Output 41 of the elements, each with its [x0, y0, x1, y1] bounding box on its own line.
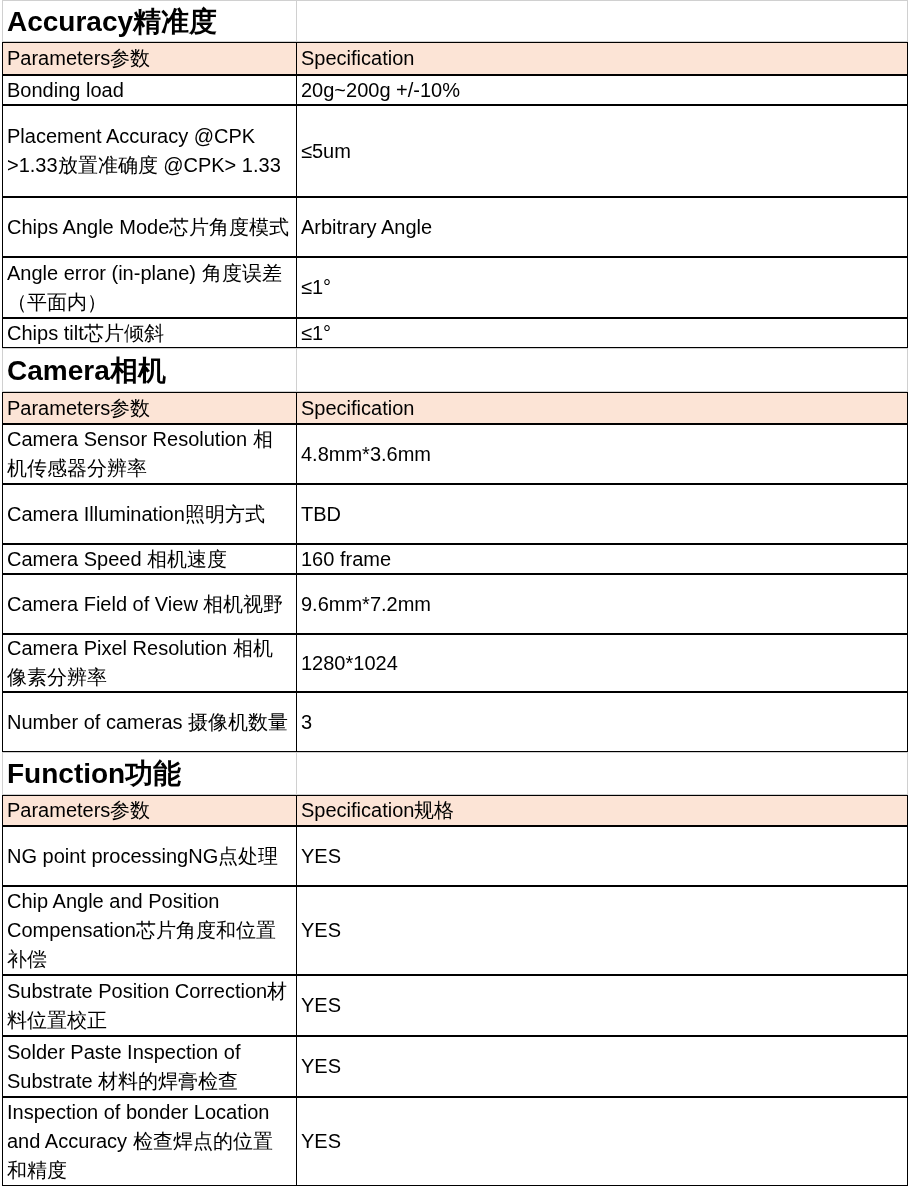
- table-text: Arbitrary Angle: [301, 214, 433, 240]
- table-text: NG point processingNG点处理: [7, 843, 279, 869]
- table-text: Number of cameras 摄像机数量: [7, 709, 289, 735]
- column-header: Specification: [301, 395, 415, 421]
- table-text: YES: [301, 1054, 342, 1079]
- section-heading: Function功能: [7, 759, 182, 788]
- column-header: Parameters参数: [7, 798, 151, 823]
- column-header: Parameters参数: [7, 46, 151, 71]
- table-text: YES: [301, 918, 342, 943]
- table-text: Chips tilt芯片倾斜: [7, 320, 164, 346]
- table-text: ≤1°: [301, 320, 332, 346]
- table-text: Chip Angle and Position Compensation芯片角度和位置补偿: [7, 889, 277, 972]
- table-text: TBD: [301, 501, 341, 527]
- table-text: YES: [301, 993, 342, 1018]
- table-text: Camera Field of View 相机视野: [7, 591, 284, 617]
- column-header: Parameters参数: [7, 395, 151, 421]
- table-text: Substrate Position Correction材料位置校正: [7, 978, 289, 1033]
- table-text: YES: [301, 843, 342, 869]
- column-header: Specification规格: [301, 798, 455, 823]
- table-text: Placement Accuracy @CPK >1.33放置准确度 @CPK> 1.33: [7, 124, 282, 178]
- table-text: Angle error (in-plane) 角度误差（平面内）: [7, 260, 283, 315]
- table-text: ≤5um: [301, 138, 351, 164]
- table-text: 20g~200g +/-10%: [301, 77, 461, 103]
- table-text: Camera Sensor Resolution 相机传感器分辨率: [7, 427, 274, 481]
- table-text: ≤1°: [301, 275, 332, 300]
- section-heading: Accuracy精准度: [7, 6, 218, 36]
- table-text: 3: [301, 709, 313, 735]
- table-text: 9.6mm*7.2mm: [301, 591, 432, 617]
- column-header: Specification: [301, 46, 415, 71]
- table-text: YES: [301, 1129, 342, 1154]
- table-text: Camera Speed 相机速度: [7, 546, 228, 572]
- table-text: Solder Paste Inspection of Substrate 材料的焊膏检查: [7, 1039, 242, 1094]
- section-heading: Camera相机: [7, 355, 166, 385]
- table-text: Bonding load: [7, 77, 124, 103]
- table-text: Camera Illumination照明方式: [7, 501, 265, 527]
- table-text: Chips Angle Mode芯片角度模式: [7, 214, 290, 240]
- table-text: Camera Pixel Resolution 相机像素分辨率: [7, 636, 274, 690]
- table-text: 160 frame: [301, 546, 392, 572]
- table-text: 1280*1024: [301, 650, 398, 676]
- table-text: 4.8mm*3.6mm: [301, 441, 432, 467]
- table-text: Inspection of bonder Location and Accuracy 检查焊点的位置和精度: [7, 1100, 274, 1183]
